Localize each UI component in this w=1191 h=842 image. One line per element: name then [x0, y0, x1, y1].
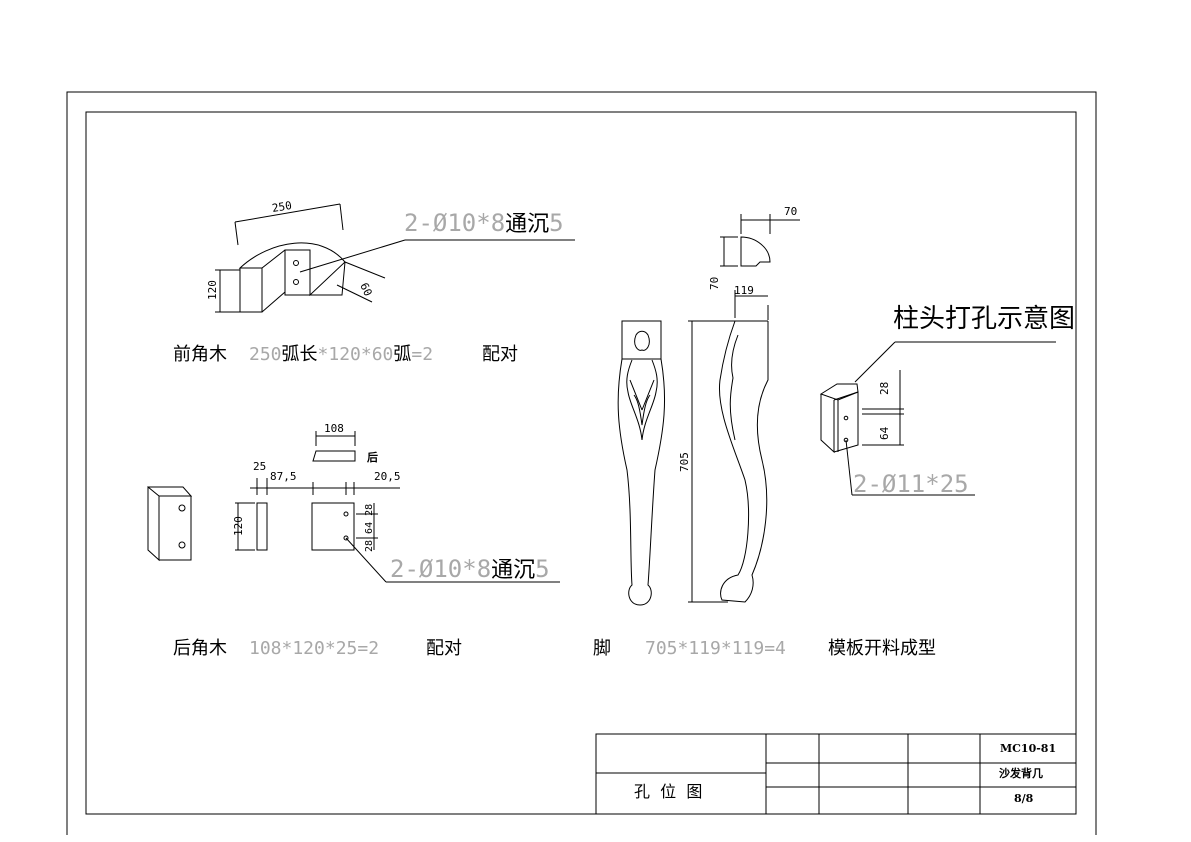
product-name: 沙发背几 [999, 767, 1043, 780]
back-height-dim: 120 [232, 516, 245, 536]
leg-process: 模板开料成型 [828, 638, 936, 659]
back-corner-3d [147, 485, 193, 562]
front-arc-dim: 250 [271, 199, 293, 215]
leg-toph-dim: 70 [708, 277, 721, 290]
post-hole-note: 2-Ø11*25 [853, 470, 969, 498]
back-top-dim: 108 [324, 422, 344, 435]
back-hole-note: 2-Ø10*8通沉5 [390, 557, 550, 582]
post-hole-figure [819, 341, 1056, 496]
back-corner-views [235, 431, 560, 583]
drawing-title: 孔 位 图 [634, 782, 703, 801]
back-hole-note-dim: 2-Ø10*8 [390, 555, 492, 583]
back-corner-pair: 配对 [426, 638, 462, 659]
front-spec-c: *120*60 [317, 344, 394, 365]
front-depth-dim: 60 [357, 281, 374, 299]
leg-front-view [617, 320, 666, 606]
post-dim-a: 28 [878, 382, 891, 395]
front-spec-b: 弧长 [281, 344, 318, 365]
back-corner-spec: 108*120*25=2 [249, 638, 380, 659]
post-dim-b: 64 [878, 426, 891, 440]
front-hole-note-cn: 通沉 [505, 212, 550, 237]
front-hole-note: 2-Ø10*8通沉5 [404, 211, 564, 236]
front-corner-figure [215, 239, 575, 313]
leg-spec: 705*119*119=4 [645, 638, 786, 659]
back-offset2-dim: 20,5 [374, 470, 401, 483]
post-hole-title: 柱头打孔示意图 [893, 304, 1076, 334]
front-spec-d: 弧 [393, 344, 412, 365]
front-corner-dims [234, 203, 386, 303]
leg-name: 脚 [593, 638, 611, 659]
front-hole-note-dim: 2-Ø10*8 [404, 209, 506, 237]
leg-side-view [688, 214, 800, 603]
leg-length-dim: 705 [678, 452, 691, 472]
back-offset1-dim: 87,5 [270, 470, 297, 483]
back-hole-note-cn: 通沉 [491, 558, 536, 583]
front-spec-a: 250 [249, 344, 282, 365]
leg-width-dim: 119 [734, 284, 754, 297]
sheet-number: 8/8 [1014, 792, 1034, 805]
drawing-code: MC10-81 [1000, 742, 1057, 755]
front-corner-name: 前角木 [173, 344, 227, 365]
back-corner-name: 后角木 [173, 638, 227, 659]
back-holes-dim: 28 64 28 [364, 504, 375, 552]
back-view-label: 后 [367, 450, 378, 464]
outer-frame [66, 91, 1097, 835]
leg-topw-dim: 70 [784, 205, 797, 218]
front-spec-e: =2 [411, 344, 434, 365]
front-corner-spec: 250弧长*120*60弧=2 [249, 346, 433, 364]
front-height-dim: 120 [206, 280, 219, 300]
back-thick-dim: 25 [253, 460, 266, 473]
front-hole-note-tail: 5 [549, 209, 564, 237]
front-corner-pair: 配对 [482, 344, 518, 365]
back-hole-note-tail: 5 [535, 555, 550, 583]
title-block [595, 733, 1077, 815]
